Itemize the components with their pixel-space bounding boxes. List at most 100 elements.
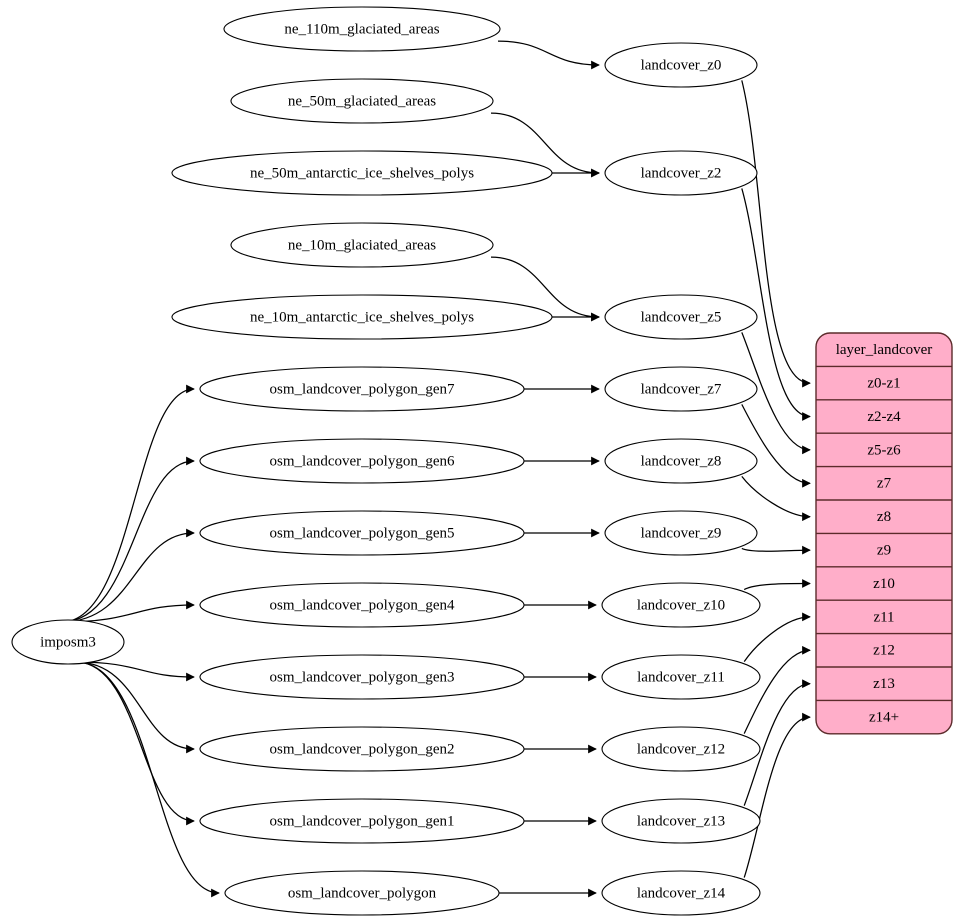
table-row-label: z0-z1: [867, 376, 900, 392]
source-label: ne_10m_antarctic_ice_shelves_polys: [250, 309, 474, 325]
table-row[interactable]: z2-z4: [816, 400, 952, 433]
layer-label: landcover_z14: [637, 885, 726, 901]
layer-ellipse: [604, 438, 758, 484]
source-node[interactable]: ne_10m_antarctic_ice_shelves_polys: [171, 294, 553, 340]
source-node[interactable]: ne_10m_glaciated_areas: [230, 222, 494, 268]
source-ellipse: [199, 798, 525, 844]
source-ellipse: [171, 294, 553, 340]
source-ellipse: [224, 870, 500, 916]
source-node[interactable]: ne_50m_glaciated_areas: [230, 78, 494, 124]
layer-node[interactable]: landcover_z14: [601, 870, 761, 916]
layer-node[interactable]: landcover_z2: [604, 150, 758, 196]
source-node[interactable]: osm_landcover_polygon_gen2: [199, 726, 525, 772]
layer-label: landcover_z13: [637, 813, 725, 829]
source-node[interactable]: osm_landcover_polygon_gen4: [199, 582, 525, 628]
table-row[interactable]: z9: [816, 533, 952, 566]
source-node[interactable]: osm_landcover_polygon_gen3: [199, 654, 525, 700]
edge-root-to-source: [75, 661, 195, 754]
table-row-label: z11: [873, 609, 894, 625]
edge-layer-to-table: [741, 188, 811, 421]
source-node[interactable]: osm_landcover_polygon_gen1: [199, 798, 525, 844]
table-row[interactable]: z14+: [816, 700, 952, 733]
layer-node[interactable]: landcover_z7: [604, 366, 758, 412]
layer-label: landcover_z11: [637, 669, 725, 685]
layer-node[interactable]: landcover_z12: [601, 726, 761, 772]
edge-layer-to-table: [741, 545, 811, 555]
table-row-label: z14+: [869, 710, 899, 726]
source-label: osm_landcover_polygon_gen4: [270, 597, 455, 613]
table-header-label: layer_landcover: [836, 342, 933, 358]
layer-node[interactable]: landcover_z8: [604, 438, 758, 484]
edge-layer-to-table: [743, 712, 811, 878]
layer-ellipse: [601, 870, 761, 916]
source-ellipse: [199, 510, 525, 556]
layer-node[interactable]: landcover_z9: [604, 510, 758, 556]
source-node[interactable]: osm_landcover_polygon_gen5: [199, 510, 525, 556]
source-ellipse: [199, 366, 525, 412]
layer-ellipse: [601, 798, 761, 844]
edge-root-to-source: [75, 661, 195, 826]
source-ellipse: [199, 438, 525, 484]
layer-ellipse: [601, 654, 761, 700]
layer-ellipse: [604, 150, 758, 196]
layer-label: landcover_z7: [641, 381, 722, 397]
source-label: osm_landcover_polygon_gen3: [270, 669, 455, 685]
table-row-label: z12: [873, 643, 895, 659]
edge-layer-to-table: [743, 679, 811, 806]
layer-ellipse: [601, 582, 761, 628]
source-label: osm_landcover_polygon: [288, 885, 437, 901]
layer-label: landcover_z2: [641, 165, 722, 181]
table-row[interactable]: z5-z6: [816, 433, 952, 466]
layer-ellipse: [604, 510, 758, 556]
source-label: osm_landcover_polygon_gen7: [270, 381, 455, 397]
root-ellipse: [11, 619, 125, 665]
edge-layer-to-table: [741, 404, 811, 488]
layer-node[interactable]: landcover_z0: [604, 42, 758, 88]
layer-ellipse: [604, 294, 758, 340]
source-node[interactable]: osm_landcover_polygon_gen6: [199, 438, 525, 484]
table-row-label: z8: [877, 509, 891, 525]
table-row[interactable]: z10: [816, 567, 952, 600]
source-label: ne_10m_glaciated_areas: [288, 237, 436, 253]
edge-layer-to-table: [743, 612, 811, 662]
table-row[interactable]: z8: [816, 500, 952, 533]
layer-node[interactable]: landcover_z10: [601, 582, 761, 628]
edge-layer-to-table: [743, 645, 811, 734]
source-label: ne_110m_glaciated_areas: [284, 21, 439, 37]
source-node[interactable]: osm_landcover_polygon: [224, 870, 500, 916]
edges-group: [61, 40, 811, 898]
root-label: imposm3: [40, 634, 96, 650]
source-ellipse: [171, 150, 553, 196]
source-label: osm_landcover_polygon_gen6: [270, 453, 455, 469]
layer-label: landcover_z10: [637, 597, 725, 613]
source-ellipse: [199, 726, 525, 772]
source-node[interactable]: ne_50m_antarctic_ice_shelves_polys: [171, 150, 553, 196]
layer-ellipse: [601, 726, 761, 772]
layer-node[interactable]: landcover_z5: [604, 294, 758, 340]
table-row[interactable]: z13: [816, 667, 952, 700]
table-row[interactable]: z11: [816, 600, 952, 633]
table-header-cell[interactable]: layer_landcover: [836, 342, 933, 358]
source-label: osm_landcover_polygon_gen1: [270, 813, 455, 829]
source-label: ne_50m_antarctic_ice_shelves_polys: [250, 165, 474, 181]
layer-label: landcover_z5: [641, 309, 722, 325]
table-row-label: z10: [873, 576, 895, 592]
table-row-label: z9: [877, 543, 891, 559]
source-node[interactable]: osm_landcover_polygon_gen7: [199, 366, 525, 412]
source-label: osm_landcover_polygon_gen2: [270, 741, 455, 757]
table-row[interactable]: z7: [816, 467, 952, 500]
edge-source-to-layer: [490, 256, 600, 322]
table-row[interactable]: z0-z1: [816, 366, 952, 399]
layer-ellipse: [604, 42, 758, 88]
source-node[interactable]: ne_110m_glaciated_areas: [223, 6, 501, 52]
source-label: osm_landcover_polygon_gen5: [270, 525, 455, 541]
layer-node[interactable]: landcover_z11: [601, 654, 761, 700]
root-node[interactable]: imposm3: [11, 619, 125, 665]
table-row[interactable]: z12: [816, 634, 952, 667]
edge-source-to-layer: [490, 112, 600, 178]
layer-label: landcover_z8: [641, 453, 722, 469]
layer-node[interactable]: landcover_z13: [601, 798, 761, 844]
layer-ellipse: [604, 366, 758, 412]
